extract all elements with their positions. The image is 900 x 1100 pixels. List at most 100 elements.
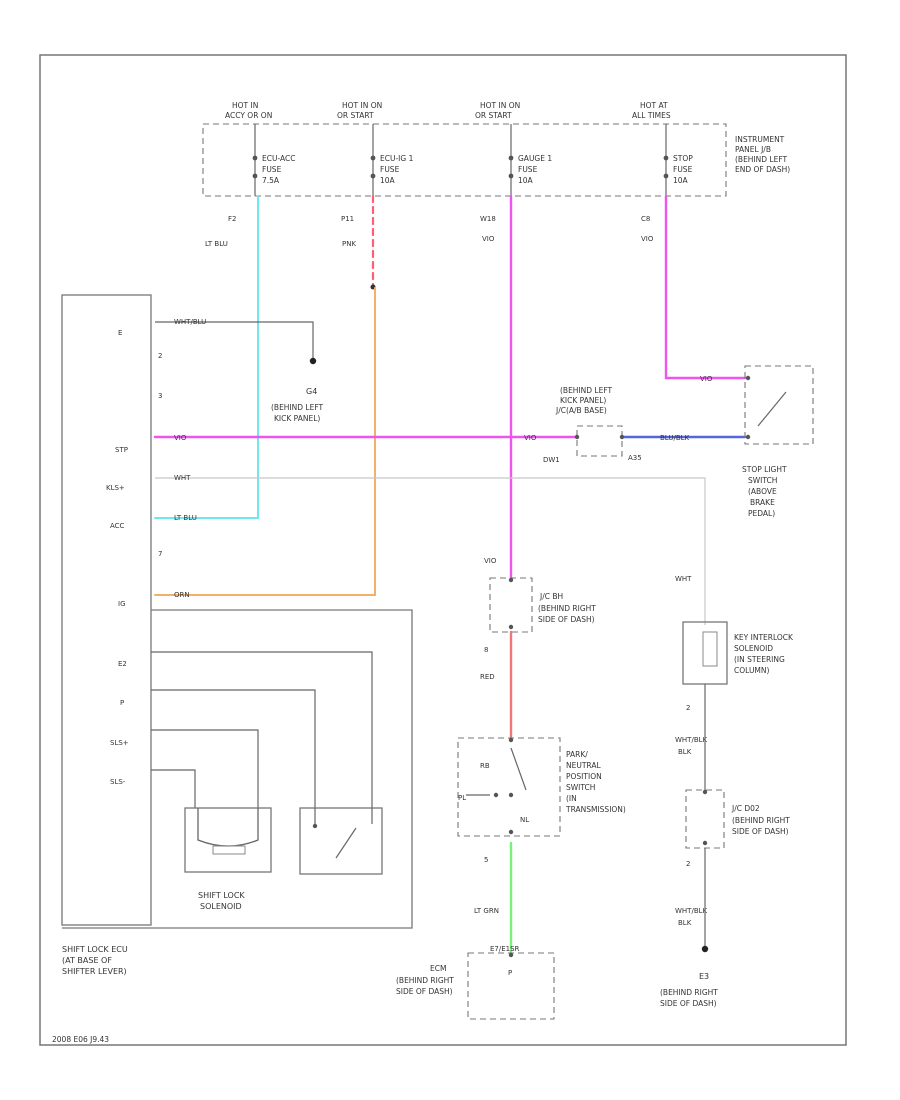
svg-text:SIDE OF DASH): SIDE OF DASH) [660,999,717,1008]
svg-text:SIDE OF DASH): SIDE OF DASH) [538,615,595,624]
svg-text:ACC: ACC [110,522,125,530]
svg-text:VIO: VIO [700,375,713,383]
wire-vio-stop [664,194,747,380]
svg-text:8: 8 [484,646,488,654]
jc-d02: J/C D02 (BEHIND RIGHT SIDE OF DASH) 2 WH… [675,789,790,927]
svg-text:10A: 10A [518,176,534,185]
shift-lock-switch [299,807,383,875]
diagram-footer: 2008 E06 J9.43 [52,1035,109,1044]
svg-text:7.5A: 7.5A [262,176,280,185]
svg-text:ORN: ORN [174,591,190,599]
svg-text:F2: F2 [228,215,236,223]
svg-text:VIO: VIO [641,235,654,243]
svg-text:10A: 10A [673,176,689,185]
svg-text:(ABOVE: (ABOVE [748,487,777,496]
svg-text:FUSE: FUSE [518,165,538,174]
feed-ecu-ig1: HOT IN ON OR START ECU-IG 1 FUSE 10A P11… [337,101,414,248]
svg-text:W18: W18 [480,215,496,223]
svg-text:END OF DASH): END OF DASH) [735,165,790,174]
svg-text:P: P [120,699,124,707]
svg-text:WHT/BLK: WHT/BLK [675,907,708,915]
svg-text:POSITION: POSITION [566,772,602,781]
svg-text:SWITCH: SWITCH [566,783,595,792]
svg-text:KEY INTERLOCK: KEY INTERLOCK [734,633,794,642]
wire-wht-blu [155,321,314,358]
ecu-internal-p [151,689,316,808]
svg-text:10A: 10A [380,176,396,185]
svg-text:SOLENOID: SOLENOID [200,902,242,911]
svg-text:PL: PL [458,794,466,802]
svg-text:E7/E1SR: E7/E1SR [490,945,520,953]
svg-text:2: 2 [158,352,162,360]
svg-text:ECU-ACC: ECU-ACC [262,154,295,163]
feed-ecu-acc: HOT IN ACCY OR ON ECU-ACC FUSE 7.5A F2 L… [205,101,295,248]
svg-text:ECU-IG 1: ECU-IG 1 [380,154,414,163]
svg-text:WHT: WHT [675,575,692,583]
svg-text:FUSE: FUSE [673,165,693,174]
svg-text:C8: C8 [641,215,650,223]
svg-text:(BEHIND RIGHT: (BEHIND RIGHT [396,976,454,985]
shift-lock-ecu: E 2 3 STP KLS+ ACC 7 IG E2 P SLS+ SLS- W… [61,294,413,976]
svg-text:LT GRN: LT GRN [474,907,499,915]
svg-text:(IN STEERING: (IN STEERING [734,655,785,664]
ecm: E7/E1SR P ECM (BEHIND RIGHT SIDE OF DASH… [396,945,555,1020]
svg-text:SLS+: SLS+ [110,739,129,747]
svg-text:VIO: VIO [484,557,497,565]
stop-light-switch: VIO STOP LIGHT SWITCH (ABOVE BRAKE PEDAL… [700,365,814,518]
svg-text:KLS+: KLS+ [106,484,125,492]
svg-text:KICK PANEL): KICK PANEL) [560,396,606,405]
svg-text:LT BLU: LT BLU [205,240,228,248]
svg-text:E: E [118,329,122,337]
svg-text:SHIFTER LEVER): SHIFTER LEVER) [62,967,127,976]
svg-text:PEDAL): PEDAL) [748,509,775,518]
svg-text:COLUMN): COLUMN) [734,666,770,675]
diagram-frame [39,54,847,1046]
feed-gauge1: HOT IN ON OR START GAUGE 1 FUSE 10A W18 … [475,101,552,243]
svg-text:BLU/BLK: BLU/BLK [660,434,690,442]
ecu-internal-sls-plus [151,729,259,808]
svg-text:7: 7 [158,550,162,558]
svg-text:SHIFT LOCK ECU: SHIFT LOCK ECU [62,945,128,954]
svg-text:(IN: (IN [566,794,577,803]
svg-text:PNK: PNK [342,240,356,248]
ground-e3: E3 (BEHIND RIGHT SIDE OF DASH) [660,972,718,1008]
svg-text:J/C BH: J/C BH [539,592,563,601]
svg-text:BLK: BLK [678,748,692,756]
svg-text:(BEHIND LEFT: (BEHIND LEFT [560,386,613,395]
svg-text:(BEHIND RIGHT: (BEHIND RIGHT [732,816,790,825]
svg-text:2: 2 [686,860,690,868]
ground-e3-dot [701,945,709,953]
svg-text:(BEHIND LEFT: (BEHIND LEFT [271,403,324,412]
svg-text:WHT/BLU: WHT/BLU [174,318,206,326]
svg-text:RED: RED [480,673,495,681]
svg-text:E3: E3 [699,972,709,981]
ground-g4-dot [309,357,317,365]
svg-text:VIO: VIO [174,434,187,442]
svg-text:IG: IG [118,600,126,608]
svg-text:5: 5 [484,856,488,864]
svg-text:VIO: VIO [524,434,537,442]
svg-text:FUSE: FUSE [380,165,400,174]
shift-lock-solenoid: SHIFT LOCK SOLENOID [184,807,272,911]
jc-left-kick: (BEHIND LEFT KICK PANEL) J/C(A/B BASE) D… [524,386,690,464]
svg-text:WHT/BLK: WHT/BLK [675,736,708,744]
svg-text:NEUTRAL: NEUTRAL [566,761,601,770]
svg-text:LT BLU: LT BLU [174,514,197,522]
svg-text:E2: E2 [118,660,127,668]
svg-text:HOT IN ON: HOT IN ON [480,101,520,110]
svg-text:2: 2 [686,704,690,712]
svg-text:OR START: OR START [337,111,374,120]
svg-text:GAUGE 1: GAUGE 1 [518,154,552,163]
svg-text:STP: STP [115,446,128,454]
svg-text:RB: RB [480,762,490,770]
svg-text:WHT: WHT [174,474,191,482]
svg-text:PANEL J/B: PANEL J/B [735,145,771,154]
svg-text:ALL TIMES: ALL TIMES [632,111,671,120]
svg-text:P11: P11 [341,215,354,223]
svg-text:NL: NL [520,816,529,824]
svg-text:ECM: ECM [430,964,446,973]
svg-text:HOT IN: HOT IN [232,101,258,110]
park-neutral-switch: RB PL NL PARK/ NEUTRAL POSITION SWITCH (… [457,737,626,915]
ecu-internal-sls-minus [151,769,196,808]
